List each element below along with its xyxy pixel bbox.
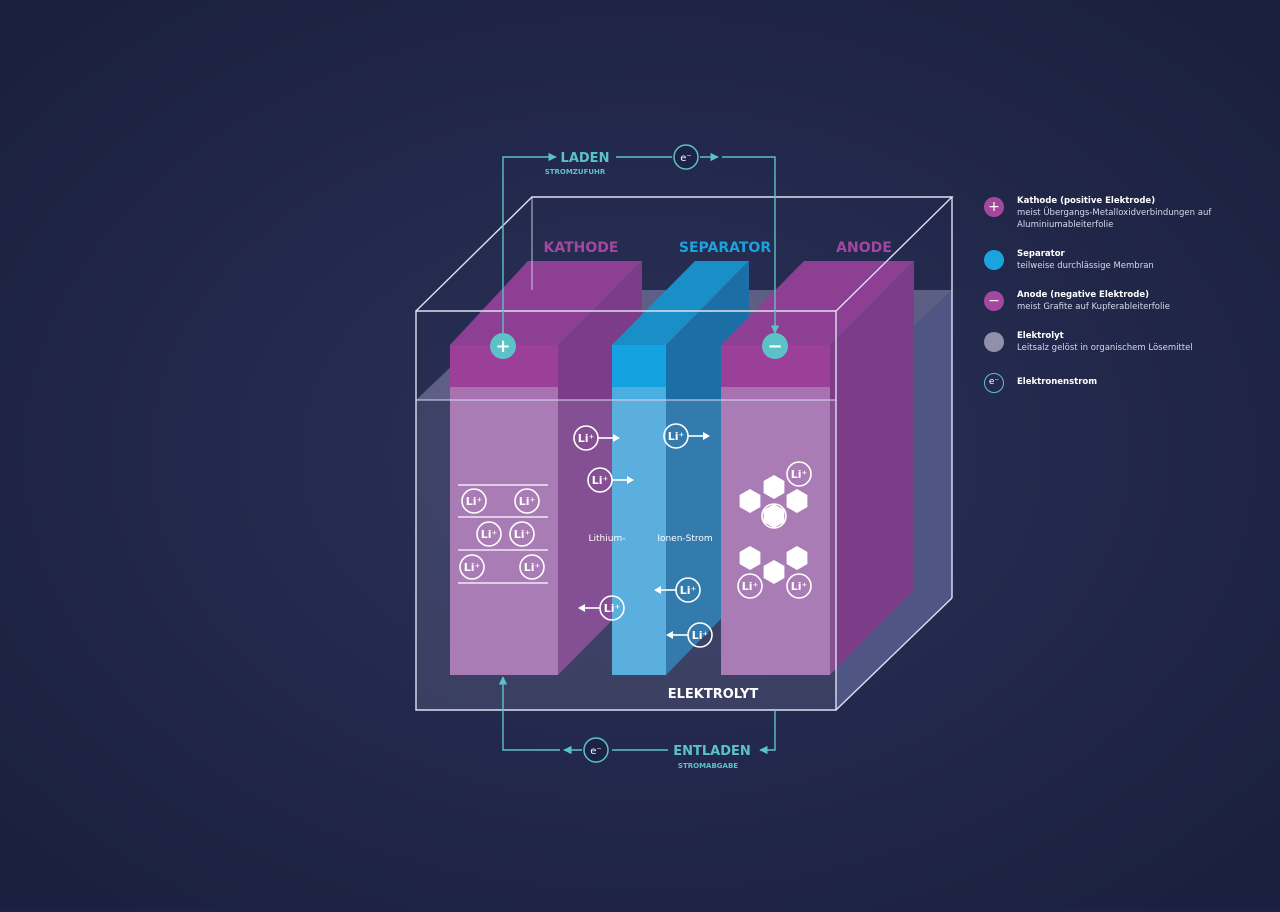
kathode-cap [450, 345, 558, 387]
li-ion: Li⁺ [654, 577, 701, 603]
label-entladen: ENTLADEN [673, 744, 751, 759]
svg-text:Li⁺: Li⁺ [692, 629, 709, 642]
graphite-hexagon [763, 560, 785, 584]
li-ion: Li⁺ [587, 467, 634, 493]
electron-swatch-icon: e⁻ [984, 373, 1004, 393]
svg-text:Li⁺: Li⁺ [791, 580, 808, 593]
li-ion: Li⁺ [666, 622, 713, 648]
svg-text:Li⁺: Li⁺ [524, 561, 541, 574]
legend-title: Anode (negative Elektrode) [1017, 290, 1150, 300]
li-ion: Li⁺ [509, 521, 535, 547]
legend-item-elektrolyt: Elektrolyt Leitsalz gelöst in organische… [984, 330, 1274, 354]
electron-icon-top: e⁻ [673, 144, 699, 170]
svg-text:−: − [767, 336, 782, 357]
charge-circuit [502, 152, 780, 334]
electron-icon-bottom: e⁻ [583, 737, 609, 763]
separator-front [612, 387, 666, 675]
li-ion: Li⁺ [578, 595, 625, 621]
separator-top [612, 261, 749, 345]
svg-text:e⁻: e⁻ [680, 153, 691, 164]
label-lithium-left: Lithium- [589, 534, 626, 544]
kathode-front [450, 387, 558, 675]
svg-text:Li⁺: Li⁺ [481, 528, 498, 541]
anode-graphite [739, 475, 808, 584]
kathode-top [450, 261, 642, 345]
svg-text:+: + [495, 336, 510, 357]
li-ion: Li⁺ [476, 521, 502, 547]
legend-desc: meist Grafite auf Kupferableiterfolie [1017, 302, 1170, 312]
svg-text:Li⁺: Li⁺ [514, 528, 531, 541]
label-kathode: KATHODE [544, 240, 619, 256]
label-laden: LADEN [561, 151, 610, 166]
graphite-hexagon [763, 504, 785, 528]
legend-desc: meist Übergangs-Metalloxidverbindungen a… [1017, 208, 1212, 230]
minus-terminal-icon: − [762, 333, 788, 359]
separator-cap [612, 345, 666, 387]
kathode-swatch-icon: + [984, 197, 1004, 217]
svg-text:Li⁺: Li⁺ [604, 602, 621, 615]
graphite-hexagon [739, 546, 761, 570]
label-laden-sub: STROMZUFUHR [545, 168, 606, 176]
graphite-hexagon [786, 546, 808, 570]
legend-title: Elektrolyt [1017, 331, 1064, 341]
svg-text:Li⁺: Li⁺ [766, 510, 783, 523]
li-ion: Li⁺ [737, 573, 763, 599]
legend-desc: Leitsalz gelöst in organischem Lösemitte… [1017, 343, 1193, 353]
legend-title: Kathode (positive Elektrode) [1017, 196, 1156, 206]
discharge-circuit [498, 676, 776, 755]
separator-swatch-icon [984, 250, 1004, 270]
legend-item-kathode: + Kathode (positive Elektrode) meist Übe… [984, 195, 1274, 231]
svg-text:Li⁺: Li⁺ [464, 561, 481, 574]
lithium-ions: Li⁺ Li⁺ Li⁺ Li⁺ Li⁺ Li⁺ Li⁺ Li⁺ Li⁺ Li⁺ Li⁺ Li⁺ Li⁺ L… [459, 423, 812, 648]
label-lithium-right: Ionen-Strom [657, 534, 712, 544]
li-ion: Li⁺ [514, 488, 540, 514]
li-ion: Li⁺ [663, 423, 710, 449]
svg-text:Li⁺: Li⁺ [466, 495, 483, 508]
anode-side [830, 261, 914, 675]
plus-terminal-icon: + [490, 333, 516, 359]
anode-swatch-icon: − [984, 291, 1004, 311]
legend-title: Separator [1017, 249, 1065, 259]
li-ion: Li⁺ [461, 488, 487, 514]
anode-cap [721, 345, 830, 387]
graphite-hexagon [739, 489, 761, 513]
elektrolyt-swatch-icon [984, 332, 1004, 352]
li-ion: Li⁺ [786, 461, 812, 487]
label-anode: ANODE [836, 240, 892, 256]
svg-text:Li⁺: Li⁺ [791, 468, 808, 481]
li-ion: Li⁺ [459, 554, 485, 580]
svg-text:Li⁺: Li⁺ [592, 474, 609, 487]
svg-text:Li⁺: Li⁺ [578, 432, 595, 445]
graphite-hexagon [786, 489, 808, 513]
legend-item-separator: Separator teilweise durchlässige Membran [984, 248, 1274, 272]
legend-item-elektronenstrom: e⁻ Elektronenstrom [984, 371, 1274, 393]
legend-item-anode: − Anode (negative Elektrode) meist Grafi… [984, 289, 1274, 313]
label-elektrolyt: ELEKTROLYT [668, 687, 759, 702]
svg-text:Li⁺: Li⁺ [668, 430, 685, 443]
legend-desc: teilweise durchlässige Membran [1017, 261, 1154, 271]
battery-box-outline [415, 196, 954, 711]
svg-text:Li⁺: Li⁺ [742, 580, 759, 593]
kathode-lattice [458, 484, 548, 584]
li-ion: Li⁺ [761, 503, 787, 529]
svg-text:Li⁺: Li⁺ [519, 495, 536, 508]
svg-text:e⁻: e⁻ [590, 746, 601, 757]
label-separator: SEPARATOR [679, 240, 771, 256]
li-ion: Li⁺ [786, 573, 812, 599]
graphite-hexagon [763, 475, 785, 499]
label-entladen-sub: STROMABGABE [678, 762, 738, 770]
legend: + Kathode (positive Elektrode) meist Übe… [984, 195, 1274, 405]
li-ion: Li⁺ [573, 425, 620, 451]
anode-front [721, 387, 830, 675]
svg-text:Li⁺: Li⁺ [680, 584, 697, 597]
electrolyte-front [416, 400, 836, 710]
legend-title: Elektronenstrom [1017, 377, 1098, 387]
li-ion: Li⁺ [519, 554, 545, 580]
